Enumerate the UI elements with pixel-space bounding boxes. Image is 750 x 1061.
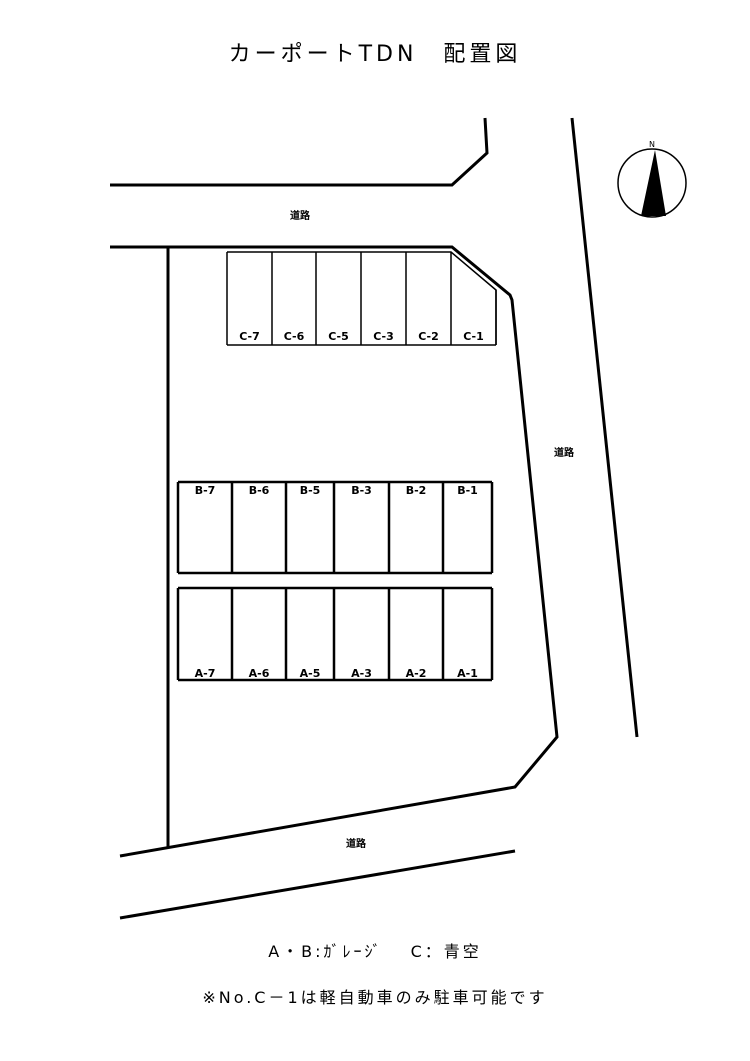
stall-label-c-1: C-1 (463, 330, 484, 343)
stall-label-c-2: C-2 (418, 330, 439, 343)
road-edge-bottom (119, 849, 516, 920)
compass-icon (617, 148, 687, 218)
road-edge-top (110, 117, 489, 187)
road-label-north: 道路 (290, 209, 311, 222)
lot-boundary-top (110, 245, 559, 858)
stall-label-a-5: A-5 (300, 667, 321, 680)
stall-label-c-7: C-7 (239, 330, 260, 343)
page-title: カーポートTDN 配置図 (228, 42, 522, 67)
stall-label-c-5: C-5 (328, 330, 349, 343)
stall-label-b-6: B-6 (249, 484, 270, 497)
stall-label-a-6: A-6 (249, 667, 270, 680)
stall-label-b-3: B-3 (351, 484, 372, 497)
road-label-south: 道路 (346, 837, 367, 850)
stall-label-c-3: C-3 (373, 330, 394, 343)
north-arrow-icon (641, 150, 666, 216)
stall-label-a-2: A-2 (406, 667, 427, 680)
road-edge-right (570, 117, 639, 738)
compass-label: N (649, 140, 655, 149)
stall-label-c-6: C-6 (284, 330, 305, 343)
stall-label-a-7: A-7 (195, 667, 216, 680)
road-label-east: 道路 (554, 446, 575, 459)
stall-label-b-5: B-5 (300, 484, 321, 497)
stall-label-b-2: B-2 (406, 484, 427, 497)
stall-label-b-7: B-7 (195, 484, 216, 497)
legend-text: A・B:ｶﾞﾚｰｼﾞ C：青空 (268, 942, 482, 961)
stall-label-a-1: A-1 (457, 667, 478, 680)
stall-label-b-1: B-1 (457, 484, 478, 497)
footnote-text: ※No.C－1は軽自動車のみ駐車可能です (202, 988, 548, 1007)
stall-label-a-3: A-3 (351, 667, 372, 680)
